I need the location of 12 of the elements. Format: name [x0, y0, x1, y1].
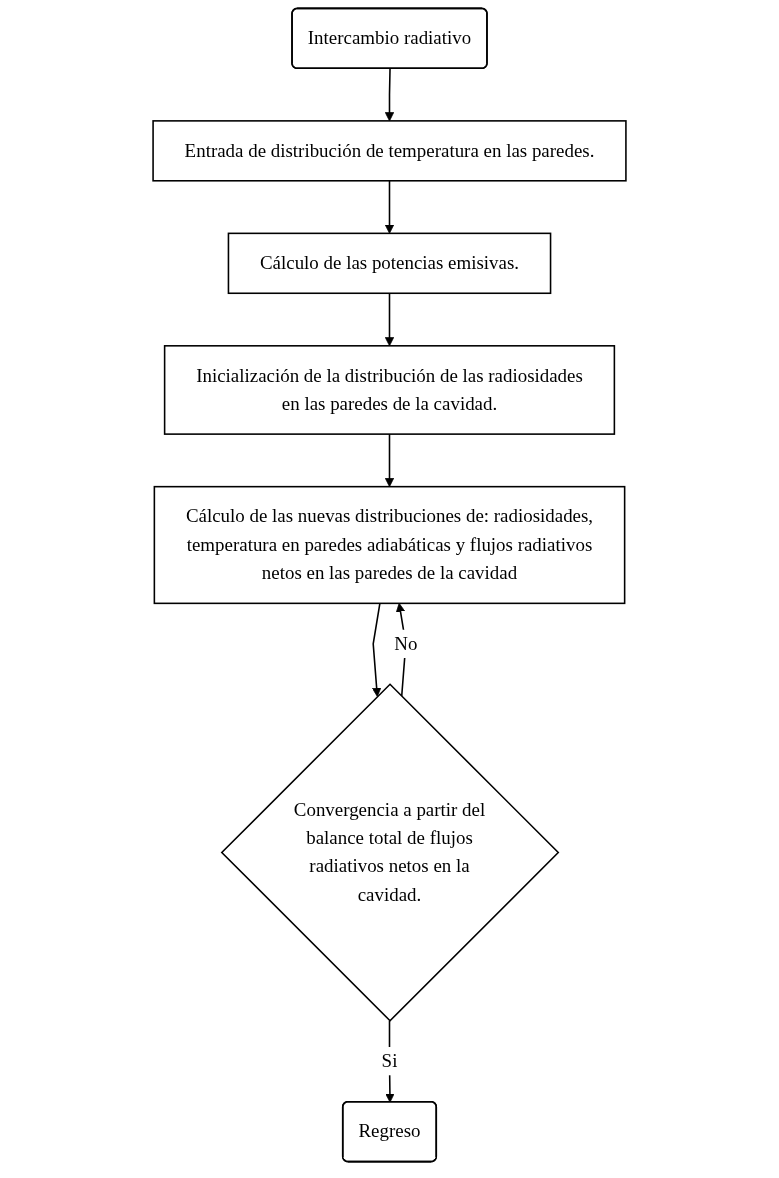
node-diamond: Convergencia a partir del balance total de flujos radiativos netos en la cavidad. — [220, 683, 560, 1022]
edge-label: Si — [381, 1050, 398, 1072]
node-box: Entrada de distribución de temperatura en las paredes. — [152, 120, 627, 182]
arrow — [384, 68, 395, 122]
node-box: Inicialización de la distribución de las radiosidades en las paredes de la cavidad. — [163, 345, 616, 435]
arrow — [384, 292, 395, 347]
node-box: Cálculo de las potencias emisivas. — [227, 232, 552, 295]
edge-label: No — [394, 632, 418, 654]
arrow — [372, 602, 382, 697]
node-box: Cálculo de las nuevas distribuciones de: radiosidades, temperatura en paredes adiabáticas y flujos radiativos netos en las paredes de la cavidad — [153, 485, 626, 605]
arrow — [384, 433, 395, 488]
arrow — [384, 180, 395, 234]
